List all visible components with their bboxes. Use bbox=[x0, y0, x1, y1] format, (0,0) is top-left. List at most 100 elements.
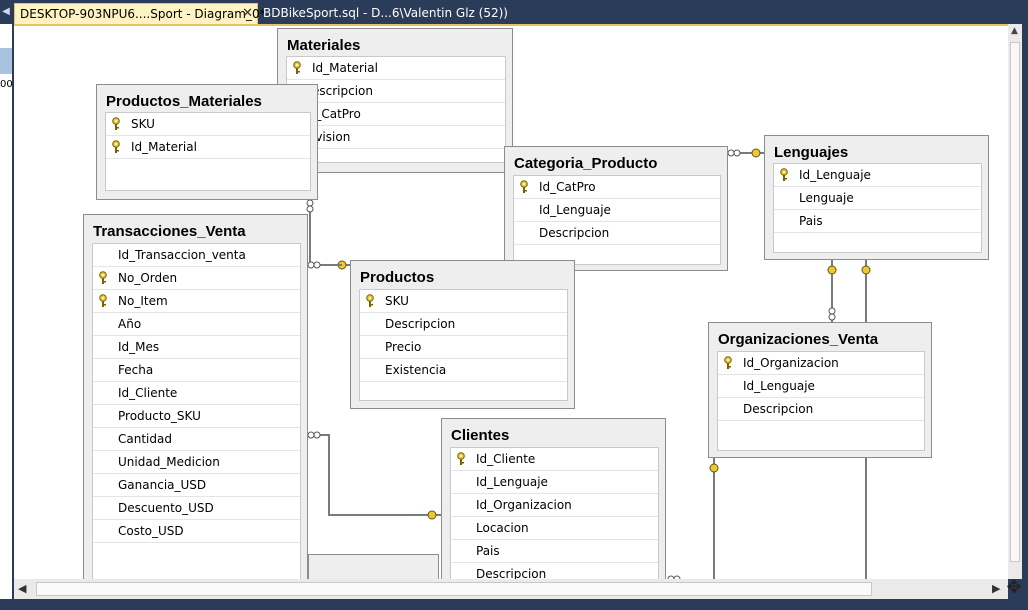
row-selector[interactable] bbox=[360, 359, 379, 381]
row-selector[interactable] bbox=[451, 563, 470, 579]
column-row[interactable]: escripcion bbox=[287, 80, 505, 103]
column-name: ivision bbox=[312, 130, 351, 144]
column-row[interactable]: Ganancia_USD bbox=[93, 474, 300, 497]
column-row[interactable]: Pais bbox=[451, 540, 658, 563]
row-selector[interactable] bbox=[93, 520, 112, 542]
column-row[interactable]: Producto_SKU bbox=[93, 405, 300, 428]
column-row[interactable]: ivision bbox=[287, 126, 505, 149]
row-selector[interactable] bbox=[360, 313, 379, 335]
relationship-line[interactable] bbox=[309, 200, 350, 266]
row-selector[interactable] bbox=[451, 494, 470, 516]
scroll-up-icon[interactable]: ▲ bbox=[1011, 26, 1018, 36]
side-panel-selection[interactable] bbox=[0, 48, 12, 74]
row-selector[interactable] bbox=[93, 244, 112, 266]
column-name: Fecha bbox=[118, 363, 154, 377]
tab-diagram[interactable]: DESKTOP-903NPU6....Sport - Diagram_0* ✕ bbox=[14, 3, 266, 24]
horizontal-scroll-thumb[interactable] bbox=[36, 582, 872, 596]
tab-sql-query[interactable]: BDBikeSport.sql - D...6\Valentin Glz (52… bbox=[263, 6, 508, 20]
scroll-right-icon[interactable]: ▶ bbox=[992, 582, 1001, 595]
relationship-line[interactable] bbox=[308, 434, 441, 516]
row-selector[interactable] bbox=[451, 471, 470, 493]
vertical-scroll-thumb[interactable] bbox=[1010, 42, 1020, 562]
many-end-icon bbox=[733, 149, 741, 157]
scroll-left-icon[interactable]: ◀ bbox=[18, 582, 27, 595]
column-row[interactable]: Id_Organizacion bbox=[718, 352, 924, 375]
column-row[interactable]: Descuento_USD bbox=[93, 497, 300, 520]
column-name: Id_Cliente bbox=[476, 452, 536, 466]
column-row[interactable]: SKU bbox=[106, 113, 310, 136]
side-panel-strip: 00 bbox=[0, 24, 13, 599]
row-selector[interactable] bbox=[93, 313, 112, 335]
relationship-line[interactable] bbox=[666, 458, 715, 579]
tab-diagram-label: DESKTOP-903NPU6....Sport - Diagram_0* bbox=[20, 7, 266, 21]
one-end-key-icon bbox=[709, 463, 719, 473]
column-row[interactable]: Costo_USD bbox=[93, 520, 300, 543]
row-selector[interactable] bbox=[514, 199, 533, 221]
table-transacciones-venta[interactable]: Transacciones_Venta Id_Transaccion_venta… bbox=[83, 214, 308, 579]
column-row[interactable]: Id_Material bbox=[287, 57, 505, 80]
column-row[interactable]: Id_Lenguaje bbox=[514, 199, 720, 222]
column-row[interactable]: Id_Transaccion_venta bbox=[93, 244, 300, 267]
column-row[interactable]: Descripcion bbox=[451, 563, 658, 579]
column-row[interactable]: Locacion bbox=[451, 517, 658, 540]
row-selector[interactable] bbox=[514, 222, 533, 244]
column-name: Id_Organizacion bbox=[476, 498, 572, 512]
pan-navigator-icon[interactable]: ✥ bbox=[1006, 577, 1022, 598]
column-row[interactable]: l_CatPro bbox=[287, 103, 505, 126]
row-selector[interactable] bbox=[93, 428, 112, 450]
vertical-scrollbar[interactable]: ▲ bbox=[1008, 24, 1022, 579]
column-row[interactable]: Pais bbox=[774, 210, 981, 233]
tab-scroll-left-icon[interactable]: ◀ bbox=[2, 6, 10, 17]
column-row[interactable]: Id_Mes bbox=[93, 336, 300, 359]
column-row[interactable]: Id_Lenguaje bbox=[451, 471, 658, 494]
row-selector[interactable] bbox=[360, 336, 379, 358]
row-selector[interactable] bbox=[93, 359, 112, 381]
one-end-key-icon bbox=[861, 265, 871, 275]
horizontal-scrollbar[interactable]: ◀ ▶ bbox=[14, 579, 1008, 599]
row-selector[interactable] bbox=[93, 405, 112, 427]
table-partial-hidden[interactable] bbox=[308, 554, 439, 579]
column-row[interactable]: Fecha bbox=[93, 359, 300, 382]
column-row[interactable]: Id_Lenguaje bbox=[718, 375, 924, 398]
column-row[interactable]: Id_Lenguaje bbox=[774, 164, 981, 187]
column-row[interactable]: Lenguaje bbox=[774, 187, 981, 210]
column-row[interactable]: No_Orden bbox=[93, 267, 300, 290]
column-row[interactable]: Existencia bbox=[360, 359, 567, 382]
row-selector[interactable] bbox=[93, 497, 112, 519]
column-row[interactable]: Descripcion bbox=[360, 313, 567, 336]
row-selector[interactable] bbox=[774, 210, 793, 232]
close-icon[interactable]: ✕ bbox=[242, 6, 253, 21]
column-row[interactable]: Id_Cliente bbox=[93, 382, 300, 405]
column-row[interactable]: Id_CatPro bbox=[514, 176, 720, 199]
row-selector[interactable] bbox=[718, 375, 737, 397]
row-selector[interactable] bbox=[451, 540, 470, 562]
many-end-icon bbox=[307, 261, 315, 269]
row-selector[interactable] bbox=[774, 187, 793, 209]
column-row[interactable]: Id_Organizacion bbox=[451, 494, 658, 517]
column-row[interactable]: No_Item bbox=[93, 290, 300, 313]
column-row[interactable]: Unidad_Medicion bbox=[93, 451, 300, 474]
row-selector[interactable] bbox=[93, 336, 112, 358]
row-selector[interactable] bbox=[451, 517, 470, 539]
row-selector[interactable] bbox=[93, 474, 112, 496]
column-row[interactable]: Id_Cliente bbox=[451, 448, 658, 471]
row-selector[interactable] bbox=[93, 382, 112, 404]
column-row[interactable]: Descripcion bbox=[718, 398, 924, 421]
column-row[interactable]: Año bbox=[93, 313, 300, 336]
column-row[interactable]: SKU bbox=[360, 290, 567, 313]
row-selector[interactable] bbox=[93, 451, 112, 473]
column-row[interactable]: Precio bbox=[360, 336, 567, 359]
column-row[interactable]: Id_Material bbox=[106, 136, 310, 159]
row-selector[interactable] bbox=[718, 398, 737, 420]
column-row[interactable]: Descripcion bbox=[514, 222, 720, 245]
column-row[interactable]: Cantidad bbox=[93, 428, 300, 451]
